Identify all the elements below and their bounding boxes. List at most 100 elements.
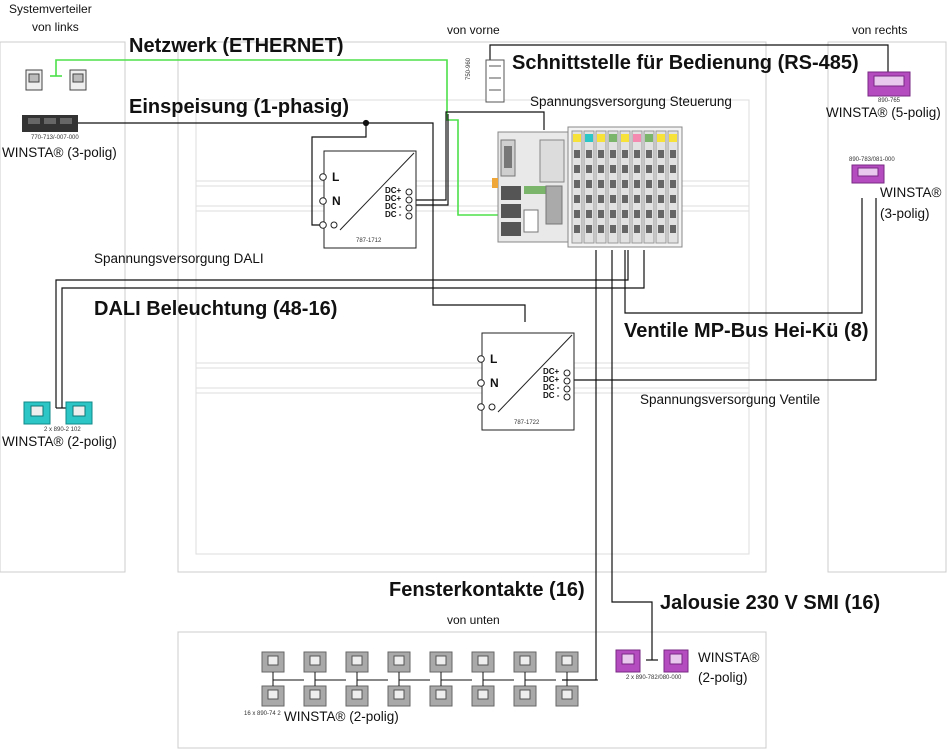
io-led: [597, 134, 605, 142]
io-terminal: [610, 150, 616, 158]
connector-socket: [519, 655, 531, 666]
connector-socket: [519, 689, 531, 700]
connector-socket: [393, 689, 405, 700]
psu2-dc1: DC+: [543, 367, 560, 376]
connector-socket: [351, 689, 363, 700]
io-terminal: [586, 210, 592, 218]
psu1-dc2: DC+: [385, 194, 402, 203]
io-terminal: [634, 165, 640, 173]
io-terminal: [646, 210, 652, 218]
blinds2-name1: WINSTA®: [698, 650, 760, 665]
connector-socket: [267, 689, 279, 700]
io-terminal: [634, 210, 640, 218]
io-terminal: [598, 180, 604, 188]
io-terminal: [646, 165, 652, 173]
connector-socket: [477, 655, 489, 666]
io-terminal: [634, 195, 640, 203]
connector-socket: [435, 689, 447, 700]
zone-front-label: von vorne: [447, 23, 500, 37]
psu2-dc3: DC -: [543, 383, 560, 392]
heading-supply: Einspeisung (1-phasig): [129, 96, 350, 118]
heading-dali: DALI Beleuchtung (48-16): [94, 298, 338, 320]
power-supply-2: [477, 332, 575, 431]
rs485-module-part: 750-960: [466, 57, 472, 80]
io-terminal: [586, 180, 592, 188]
io-led: [645, 134, 653, 142]
blinds2-part: 2 x 890-782/080-000: [626, 675, 682, 681]
connector-socket: [561, 655, 573, 666]
psu1-part: 787-1712: [356, 238, 382, 244]
right-5pole-connector: [867, 71, 911, 97]
io-terminal: [622, 150, 628, 158]
connector-socket: [267, 655, 279, 666]
right3-name1: WINSTA®: [880, 185, 942, 200]
window-contact-connectors: [261, 651, 598, 707]
io-terminal: [634, 225, 640, 233]
io-terminal: [670, 225, 676, 233]
io-terminal: [658, 225, 664, 233]
io-terminal: [658, 180, 664, 188]
label-dali-supply: Spannungsversorgung DALI: [94, 251, 264, 266]
io-terminal: [658, 210, 664, 218]
zone-left-subtitle: von links: [32, 20, 79, 34]
heading-window-contacts: Fensterkontakte (16): [389, 579, 585, 601]
io-led: [585, 134, 593, 142]
io-terminal: [586, 225, 592, 233]
io-terminal: [670, 180, 676, 188]
io-terminal: [622, 225, 628, 233]
io-terminal: [610, 225, 616, 233]
io-led: [573, 134, 581, 142]
io-terminal: [598, 195, 604, 203]
blinds2-name2: (2-polig): [698, 670, 748, 685]
right3-name2: (3-polig): [880, 206, 930, 221]
heading-blinds: Jalousie 230 V SMI (16): [660, 592, 881, 614]
heading-network: Netzwerk (ETHERNET): [129, 35, 344, 57]
io-terminal: [646, 225, 652, 233]
psu2-l: L: [490, 352, 498, 366]
connector-socket: [435, 655, 447, 666]
psu1-dc1: DC+: [385, 186, 402, 195]
left2-part: 2 x 890-2 102: [44, 427, 81, 433]
io-terminal: [598, 150, 604, 158]
left2-name: WINSTA® (2-polig): [2, 434, 117, 449]
psu1-dc3: DC -: [385, 202, 402, 211]
rs485-interface-module: [485, 59, 505, 103]
io-terminal: [574, 210, 580, 218]
zone-left-title: Systemverteiler: [9, 2, 92, 16]
right3-part: 890-783/081-000: [849, 157, 895, 163]
controller: [492, 131, 569, 243]
right5-part: 890-765: [878, 98, 901, 104]
zone-right-label: von rechts: [852, 23, 908, 37]
io-terminal: [658, 150, 664, 158]
io-led: [621, 134, 629, 142]
io-terminal: [670, 150, 676, 158]
io-terminal: [622, 195, 628, 203]
io-led: [633, 134, 641, 142]
io-modules: [567, 126, 683, 248]
psu2-dc4: DC -: [543, 391, 560, 400]
io-terminal: [574, 195, 580, 203]
io-terminal: [622, 180, 628, 188]
left-2pole-connector: [23, 401, 93, 425]
io-terminal: [634, 150, 640, 158]
connector-socket: [477, 689, 489, 700]
ethernet-cable: [50, 59, 500, 216]
io-terminal: [610, 210, 616, 218]
io-terminal: [610, 180, 616, 188]
connector-socket: [309, 655, 321, 666]
io-terminal: [646, 180, 652, 188]
psu2-dc2: DC+: [543, 375, 560, 384]
io-terminal: [574, 165, 580, 173]
right5-name: WINSTA® (5-polig): [826, 105, 941, 120]
io-terminal: [574, 150, 580, 158]
io-terminal: [670, 210, 676, 218]
heading-rs485: Schnittstelle für Bedienung (RS-485): [512, 52, 859, 74]
left-3pole-connector: [22, 115, 78, 132]
io-terminal: [622, 165, 628, 173]
label-valve-supply: Spannungsversorgung Ventile: [640, 392, 821, 407]
io-terminal: [598, 165, 604, 173]
connector-socket: [309, 689, 321, 700]
bottom2-part: 16 x 890-74 2: [244, 711, 281, 717]
io-terminal: [574, 180, 580, 188]
